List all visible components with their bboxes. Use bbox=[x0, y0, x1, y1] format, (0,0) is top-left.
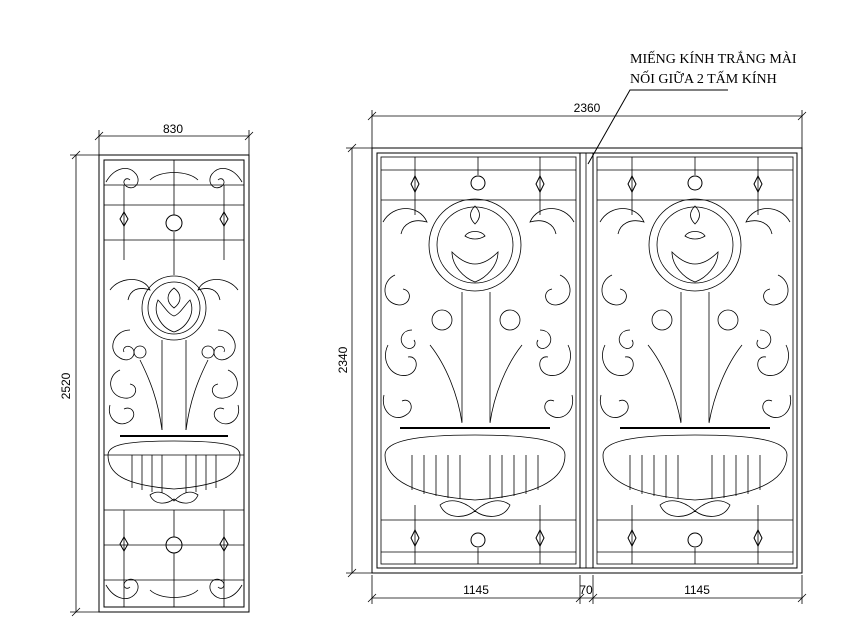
left-width-dimension: 830 bbox=[94, 122, 254, 158]
joint-note: MIẾNG KÍNH TRẮNG MÀI NỐI GIỮA 2 TẤM KÍNH bbox=[587, 50, 797, 165]
left-panel: 830 2520 bbox=[59, 122, 254, 617]
right-width-label: 2360 bbox=[574, 101, 601, 115]
left-vase bbox=[107, 435, 241, 504]
left-frame-outer bbox=[98, 154, 250, 613]
bottom-dim-left: 1145 bbox=[463, 583, 489, 597]
right-width-dimension: 2360 bbox=[367, 101, 807, 148]
left-acanthus-scrolls bbox=[108, 329, 240, 431]
left-height-dimension: 2520 bbox=[59, 150, 99, 617]
bottom-dim-middle: 70 bbox=[579, 583, 593, 597]
note-line-1: MIẾNG KÍNH TRẮNG MÀI bbox=[630, 50, 797, 67]
left-corner-scrolls bbox=[105, 168, 243, 599]
right-panel: 2360 2340 1145 70 1145 bbox=[336, 50, 807, 604]
bottom-dim-right: 1145 bbox=[684, 583, 710, 597]
glass-joint-strip bbox=[579, 152, 594, 569]
note-line-2: NỐI GIỮA 2 TẤM KÍNH bbox=[630, 69, 777, 87]
right-height-dimension: 2340 bbox=[336, 143, 372, 578]
left-ornaments bbox=[119, 210, 229, 554]
right-panel-left-leaf bbox=[380, 156, 577, 565]
left-width-label: 830 bbox=[163, 122, 183, 136]
note-leader-line bbox=[587, 89, 728, 165]
left-medallion bbox=[109, 275, 239, 341]
left-frame-inner bbox=[103, 159, 245, 608]
right-height-label: 2340 bbox=[336, 346, 350, 373]
right-bottom-dimensions: 1145 70 1145 bbox=[367, 575, 807, 604]
left-height-label: 2520 bbox=[59, 372, 73, 399]
right-frame-outer bbox=[371, 147, 803, 574]
left-came-grid bbox=[104, 160, 244, 607]
right-panel-right-leaf bbox=[596, 156, 794, 565]
